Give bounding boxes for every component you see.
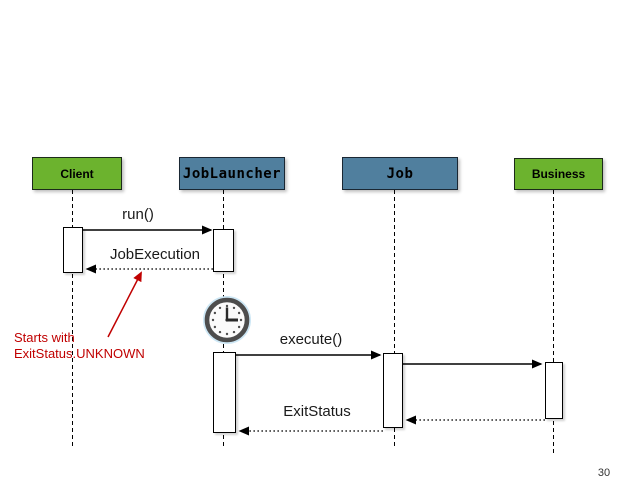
- annotation-line-1: Starts with: [14, 330, 75, 345]
- clock-glow: [203, 296, 251, 344]
- actor-box-business: Business: [514, 158, 603, 190]
- annotation-text: Starts with ExitStatus.UNKNOWN: [14, 330, 145, 361]
- page-number: 30: [597, 467, 611, 479]
- annotation-line-2: ExitStatus.UNKNOWN: [14, 345, 145, 361]
- activation-bar-business: [545, 362, 563, 419]
- activation-bar-job: [383, 353, 403, 428]
- actor-label-joblauncher: JobLauncher: [182, 165, 282, 182]
- activation-bar-joblauncher-2: [213, 352, 236, 433]
- lifeline-job: [394, 190, 395, 446]
- clock-center-dot: [225, 318, 229, 322]
- message-label-run: run(): [122, 206, 154, 223]
- clock-icon: [203, 296, 251, 344]
- lifeline-client: [72, 190, 73, 446]
- activation-bar-client: [63, 227, 83, 273]
- message-label-execute: execute(): [279, 331, 343, 348]
- activation-bar-joblauncher-1: [213, 229, 234, 272]
- actor-box-job: Job: [342, 157, 458, 190]
- lifeline-business: [553, 190, 554, 456]
- actor-label-client: Client: [60, 166, 94, 181]
- actor-box-joblauncher: JobLauncher: [179, 157, 285, 190]
- actor-label-job: Job: [386, 165, 414, 182]
- message-label-exitstatus: ExitStatus: [283, 403, 351, 420]
- actor-box-client: Client: [32, 157, 122, 190]
- actor-label-business: Business: [531, 167, 586, 181]
- clock-hour-dots: [211, 304, 243, 336]
- message-label-jobexecution: JobExecution: [109, 246, 201, 263]
- annotation-arrow: [107, 271, 142, 338]
